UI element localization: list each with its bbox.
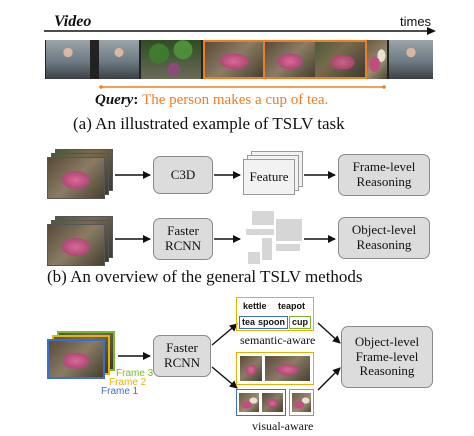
visual-aware-label: visual-aware xyxy=(252,419,314,433)
video-frame xyxy=(46,40,90,79)
feature-box: Feature xyxy=(243,159,295,195)
caption-b: (b) An overview of the general TSLV meth… xyxy=(47,267,363,286)
video-frame xyxy=(99,40,139,79)
timeline-arrow xyxy=(44,27,436,35)
video-frame xyxy=(315,40,367,79)
video-frame xyxy=(265,40,315,79)
tag-teapot: teapot xyxy=(276,301,307,312)
tag-tea: tea xyxy=(239,316,258,329)
visual-crops-top xyxy=(236,352,314,385)
c3d-box: C3D xyxy=(153,156,213,194)
frame-2-label: Frame 2 xyxy=(109,377,147,388)
query-colon: : xyxy=(133,92,143,108)
arrow xyxy=(211,366,238,389)
semantic-tags-outer xyxy=(236,297,314,331)
frame-level-reasoning-box: Frame-level Reasoning xyxy=(338,154,430,196)
visual-crops-green xyxy=(289,389,314,416)
query-prefix: Query xyxy=(95,92,134,108)
frame-3-label: Frame 3 xyxy=(116,368,154,379)
visual-crops-bottom xyxy=(236,389,286,416)
object-frame-reasoning-box: Object-level Frame-level Reasoning xyxy=(341,326,433,388)
tag-cup: cup xyxy=(289,316,312,329)
faster-rcnn-box-b: Faster RCNN xyxy=(153,218,213,260)
video-label: Video xyxy=(54,13,92,30)
faster-rcnn-box-c: Faster RCNN xyxy=(153,335,211,377)
tag-kettle: kettle xyxy=(241,301,269,312)
video-frame xyxy=(203,40,265,79)
video-frame xyxy=(141,40,201,79)
video-frame xyxy=(367,40,387,79)
frame-1-label: Frame 1 xyxy=(101,386,139,397)
arrow xyxy=(317,322,341,344)
caption-a: (a) An illustrated example of TSLV task xyxy=(73,114,345,133)
query-span-line xyxy=(99,85,386,89)
semantic-aware-label: semantic-aware xyxy=(240,333,316,347)
frame-1-image xyxy=(47,339,105,379)
query-text: The person makes a cup of tea. xyxy=(142,92,329,108)
video-frame xyxy=(389,40,433,79)
arrow xyxy=(211,323,238,346)
time-label: times xyxy=(400,14,432,29)
query-line: Query: The person makes a cup of tea. xyxy=(95,93,328,108)
video-frame-strip xyxy=(45,40,433,79)
tag-spoon: spoon xyxy=(256,316,288,329)
object-level-reasoning-box: Object-level Reasoning xyxy=(338,217,430,259)
arrow xyxy=(317,367,341,391)
